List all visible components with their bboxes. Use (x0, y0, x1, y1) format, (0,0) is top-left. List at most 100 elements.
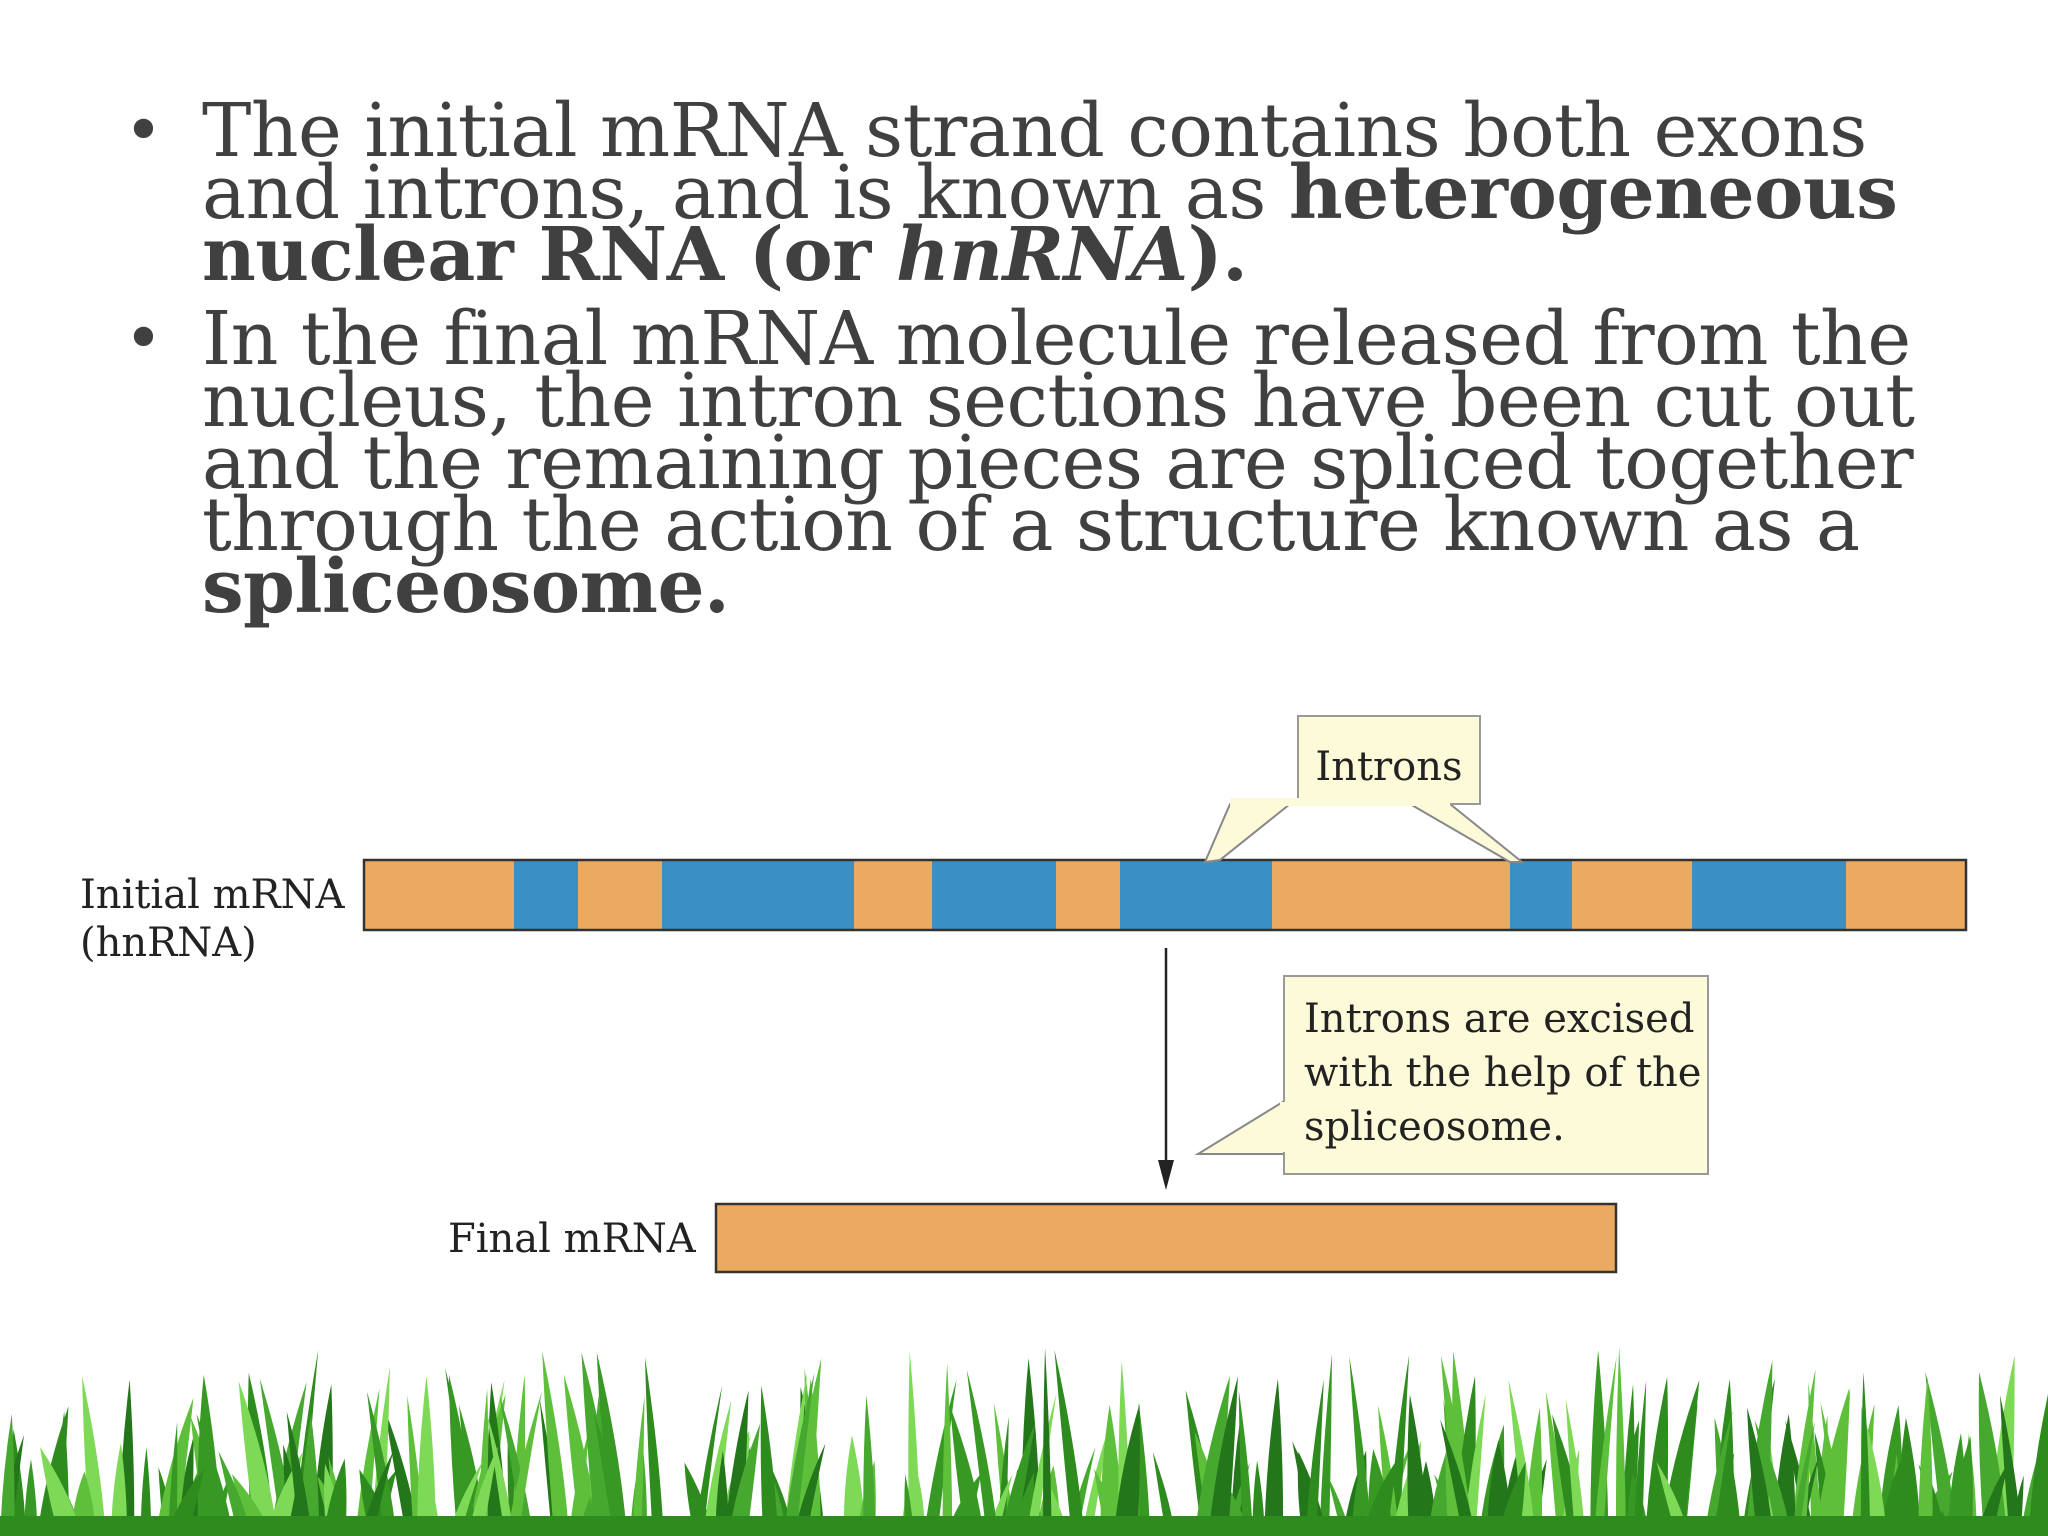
grass-blade (1791, 1368, 1816, 1536)
grass-blade (1378, 1405, 1400, 1536)
exon-segment (1272, 860, 1510, 930)
bullet-1-bold-end: ). (1187, 212, 1248, 298)
grass-blade (384, 1407, 420, 1536)
grass-blade (360, 1451, 394, 1536)
grass-blade (367, 1391, 397, 1536)
grass-blade (1138, 1402, 1151, 1536)
grass-blade (286, 1411, 312, 1536)
grass-blade (1113, 1404, 1140, 1536)
bullet-dot: • (124, 300, 163, 377)
grass-blade (760, 1385, 778, 1536)
grass-blade (542, 1351, 570, 1536)
grass-blade (1860, 1371, 1871, 1536)
introns-callout-pointer-left (1203, 803, 1293, 864)
grass-blade (1712, 1452, 1735, 1536)
grass-blade (168, 1421, 178, 1536)
grass-blade (1925, 1371, 1958, 1536)
grass-blade (110, 1442, 127, 1536)
grass-blade (1947, 1433, 1968, 1536)
grass-blade (942, 1363, 953, 1536)
bullet-1: • The initial mRNA strand contains both … (118, 92, 2018, 292)
introns-callout-pointer-right (1406, 803, 1525, 863)
bullet-2-bold-term: spliceosome. (202, 544, 730, 630)
grass-blade (1264, 1378, 1284, 1536)
initial-strand-outline (362, 858, 1968, 932)
bullet-dot: • (124, 92, 163, 169)
grass-blade (1152, 1451, 1176, 1536)
grass-blade (467, 1446, 499, 1536)
excised-line-3: spliceosome. (1304, 1104, 1565, 1150)
grass-blade (1463, 1394, 1486, 1536)
down-arrow-icon (1158, 1160, 1174, 1190)
bullet-1-bold-term: heterogeneous nuclear RNA (or hnRNA). (202, 150, 1898, 298)
grass-blade (197, 1374, 221, 1536)
grass-blade (1305, 1379, 1324, 1536)
grass-blade (793, 1443, 826, 1536)
grass-blade (486, 1413, 514, 1536)
grass-blade (1754, 1419, 1792, 1536)
grass-blade (1645, 1376, 1669, 1536)
introns-callout-box (1297, 715, 1481, 805)
grass-blade (1593, 1356, 1617, 1536)
grass-blade (1238, 1390, 1253, 1536)
grass-blade (632, 1395, 645, 1536)
intron-segment (1510, 860, 1572, 930)
grass-blade (783, 1372, 815, 1536)
grass-blade (1545, 1391, 1568, 1536)
initial-mrna-label: Initial mRNA (80, 872, 346, 918)
bullet-1-italic-term: hnRNA (896, 212, 1188, 298)
bullet-1-text: The initial mRNA strand contains both ex… (202, 88, 1867, 236)
grass-blade (420, 1444, 441, 1536)
grass-blade (1615, 1347, 1626, 1536)
grass-blade (1054, 1349, 1085, 1536)
callout-joint-cover (1280, 1102, 1288, 1152)
grass-base (0, 1516, 2048, 1536)
grass-blade (644, 1356, 664, 1536)
excised-callout-pointer (1194, 1098, 1287, 1155)
grass-blade (1208, 1376, 1238, 1536)
grass-blade (1349, 1356, 1372, 1536)
final-mrna-strand (714, 1202, 1618, 1274)
grass-blade (863, 1395, 876, 1536)
grass-blade (1999, 1395, 2022, 1536)
grass-blade (507, 1391, 542, 1536)
initial-mrna-strand (362, 858, 1968, 932)
grass-blade (238, 1381, 278, 1536)
excised-callout: Introns are excised with the help of the… (1194, 975, 1709, 1175)
grass-blade (715, 1450, 729, 1536)
exon-segment (1846, 860, 1966, 930)
callout-joint-cover (1230, 798, 1450, 806)
grass-blade (140, 1447, 152, 1536)
grass-blade (218, 1451, 252, 1536)
grass-blade (0, 1413, 15, 1536)
grass-blade (1319, 1353, 1332, 1536)
hnrna-label: (hnRNA) (80, 920, 257, 966)
grass-blade (702, 1400, 732, 1536)
grass-blade (1747, 1407, 1774, 1536)
bullet-2-text: In the final mRNA molecule released from… (202, 296, 1915, 568)
intron-segment (662, 860, 854, 930)
grass-blade (1043, 1347, 1052, 1536)
introns-callout-label: Introns (1315, 744, 1462, 790)
exon-segment (1572, 860, 1692, 930)
grass-blades (0, 1347, 2048, 1536)
intron-segment (1692, 860, 1846, 930)
grass-blade (1918, 1376, 1933, 1536)
grass-blade (590, 1395, 608, 1536)
grass-blade (950, 1406, 984, 1536)
grass-blade (1000, 1422, 1036, 1536)
exon-segment (854, 860, 932, 930)
grass-blade (1814, 1387, 1850, 1536)
grass-blade (1026, 1393, 1057, 1536)
final-mrna-label: Final mRNA (448, 1216, 697, 1262)
mrna-splicing-diagram: Initial mRNA (hnRNA) Introns Introns are… (80, 715, 1968, 1274)
grass-blade (1508, 1379, 1536, 1536)
grass-blade (1704, 1410, 1733, 1536)
bullet-1-bold-text: heterogeneous nuclear RNA (or (202, 150, 1898, 298)
intron-segment (514, 860, 578, 930)
grass-blade (966, 1369, 998, 1536)
grass-blade (499, 1395, 534, 1536)
excised-line-2: with the help of the (1304, 1050, 1701, 1096)
grass-blade (694, 1385, 723, 1536)
exon-segment (364, 860, 514, 930)
